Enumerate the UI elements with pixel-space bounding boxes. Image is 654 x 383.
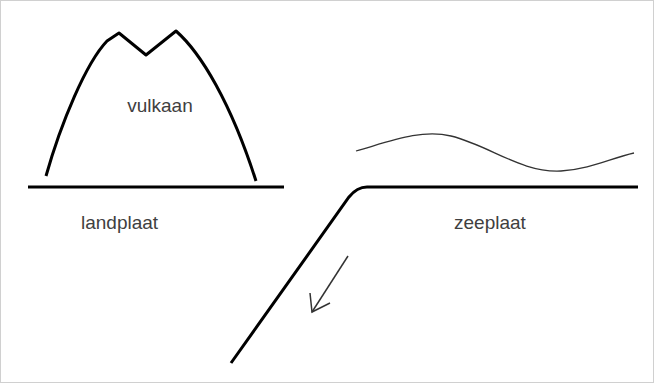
land-plate-line [28, 186, 284, 189]
movement-arrowhead [310, 293, 330, 312]
volcano-shape: vulkaan [41, 23, 263, 185]
plate-label: landplaat [81, 212, 158, 234]
sea-surface-line [356, 134, 634, 171]
volcano-label: vulkaan [127, 95, 193, 117]
sea-plate-line [231, 187, 638, 363]
plate-label: zeeplaat [454, 212, 526, 234]
